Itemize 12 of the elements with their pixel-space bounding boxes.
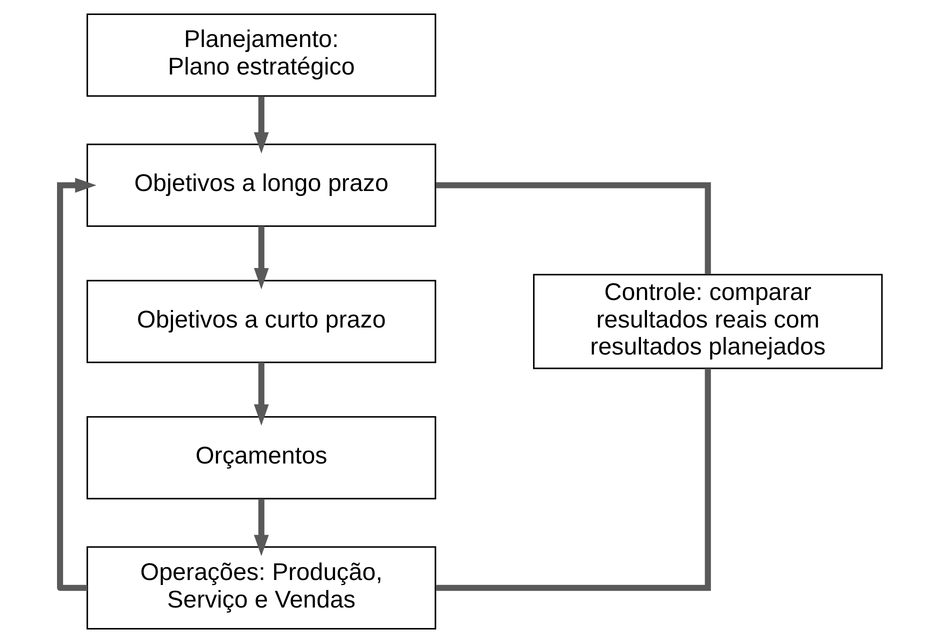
- arrow: [253, 96, 268, 154]
- node-box: Planejamento: Plano estratégico: [86, 13, 436, 97]
- node-box: Objetivos a longo prazo: [86, 144, 436, 227]
- node-box: Controle: comparar resultados reais com resultados planejados: [532, 274, 882, 370]
- arrow: [253, 362, 268, 426]
- arrow: [253, 226, 268, 290]
- connector: [435, 182, 710, 274]
- node-box: Orçamentos: [86, 416, 436, 500]
- connector: [435, 368, 710, 591]
- node-box: Objetivos a curto prazo: [86, 280, 436, 364]
- node-box: Operações: Produção, Serviço e Vendas: [86, 546, 436, 630]
- arrow: [253, 498, 268, 556]
